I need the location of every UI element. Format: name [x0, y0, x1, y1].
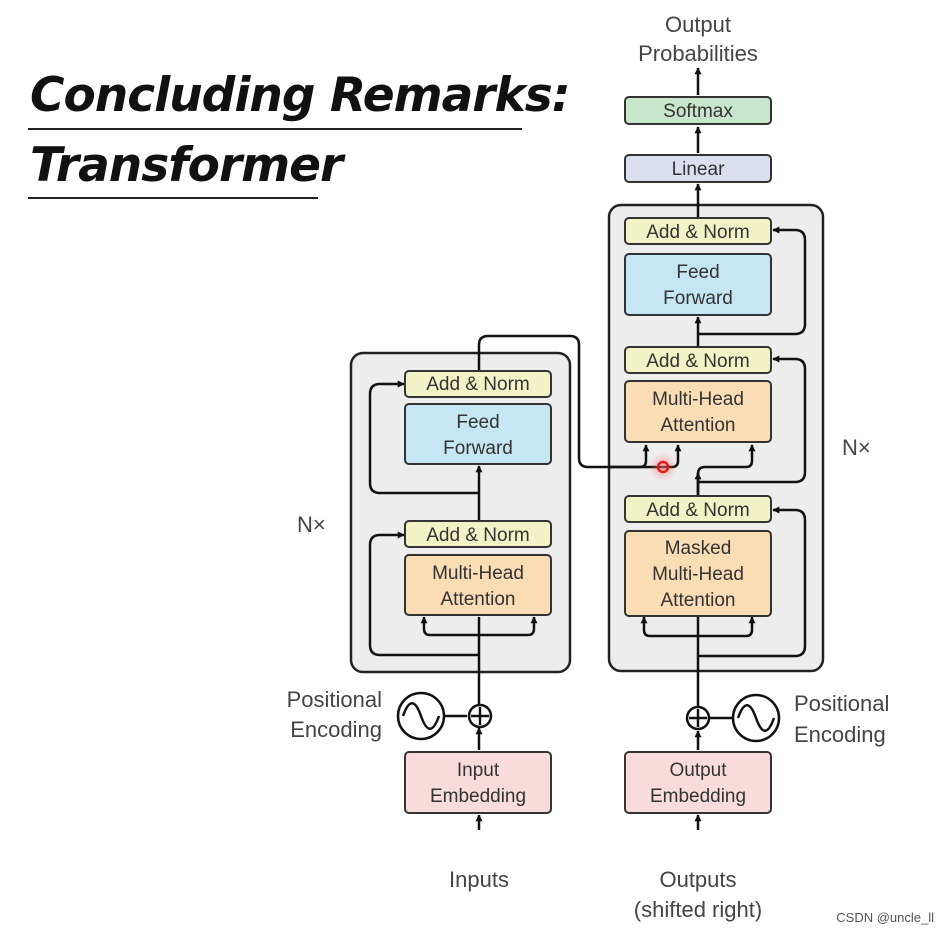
output-add-icon	[685, 705, 711, 731]
output-probabilities-label-2: Probabilities	[638, 41, 758, 66]
encoder-add-norm-top-label: Add & Norm	[426, 374, 529, 395]
decoder-add-norm-bottom: Add & Norm	[624, 495, 772, 523]
decoder-add-norm-top-label: Add & Norm	[646, 222, 749, 243]
encoder-feed-forward-label-1: Feed	[456, 412, 499, 433]
title-underline-1	[28, 128, 522, 130]
decoder-cross-attention: Multi-Head Attention	[624, 380, 772, 443]
linear-block: Linear	[624, 154, 772, 183]
title-underline-2	[28, 197, 318, 199]
decoder-feed-forward-label-2: Forward	[663, 288, 733, 309]
encoder-feed-forward-label-2: Forward	[443, 438, 513, 459]
input-positional-label-1: Positional	[287, 687, 382, 712]
slide-title-line-2: Transformer	[30, 138, 343, 193]
output-positional-label-2: Encoding	[794, 722, 886, 747]
input-positional-encoding-icon	[396, 691, 446, 741]
encoder-add-norm-bottom-label: Add & Norm	[426, 525, 529, 546]
encoder-add-norm-bottom: Add & Norm	[404, 520, 552, 548]
encoder-add-norm-top: Add & Norm	[404, 370, 552, 398]
inputs-label: Inputs	[449, 867, 509, 892]
encoder-attention-label-1: Multi-Head	[432, 563, 524, 584]
decoder-masked-attention: Masked Multi-Head Attention	[624, 530, 772, 617]
decoder-masked-attention-label-1: Masked	[665, 538, 732, 559]
decoder-add-norm-bottom-label: Add & Norm	[646, 500, 749, 521]
encoder-multi-head-attention: Multi-Head Attention	[404, 554, 552, 616]
slide-title-line-1: Concluding Remarks:	[30, 68, 571, 123]
encoder-feed-forward: Feed Forward	[404, 403, 552, 465]
decoder-masked-attention-label-3: Attention	[661, 590, 736, 611]
decoder-feed-forward: Feed Forward	[624, 253, 772, 316]
output-positional-label-1: Positional	[794, 691, 889, 716]
decoder-masked-attention-label-2: Multi-Head	[652, 564, 744, 585]
softmax-label: Softmax	[663, 101, 733, 122]
input-embedding-label-1: Input	[457, 760, 500, 781]
linear-label: Linear	[672, 159, 725, 180]
decoder-cross-attention-label-1: Multi-Head	[652, 389, 744, 410]
decoder-add-norm-mid-label: Add & Norm	[646, 351, 749, 372]
watermark: CSDN @uncle_ll	[836, 910, 934, 925]
decoder-add-norm-mid: Add & Norm	[624, 346, 772, 374]
encoder-stack	[349, 351, 572, 674]
output-embedding-label-2: Embedding	[650, 786, 746, 807]
softmax-block: Softmax	[624, 96, 772, 125]
encoder-repeat-label: N×	[297, 512, 326, 537]
decoder-cross-attention-label-2: Attention	[661, 415, 736, 436]
connections	[368, 67, 807, 830]
input-embedding-block: Input Embedding	[404, 751, 552, 814]
laser-pointer	[649, 453, 677, 481]
input-positional-label-2: Encoding	[290, 717, 382, 742]
input-add-icon	[467, 703, 493, 729]
output-positional-encoding-icon	[731, 693, 781, 743]
output-probabilities-label-1: Output	[665, 12, 731, 37]
output-embedding-block: Output Embedding	[624, 751, 772, 814]
decoder-add-norm-top: Add & Norm	[624, 217, 772, 245]
decoder-feed-forward-label-1: Feed	[676, 262, 719, 283]
decoder-repeat-label: N×	[842, 435, 871, 460]
output-embedding-label-1: Output	[669, 760, 727, 781]
input-embedding-label-2: Embedding	[430, 786, 526, 807]
encoder-attention-label-2: Attention	[441, 589, 516, 610]
outputs-label-1: Outputs	[659, 867, 736, 892]
outputs-label-2: (shifted right)	[634, 897, 762, 922]
